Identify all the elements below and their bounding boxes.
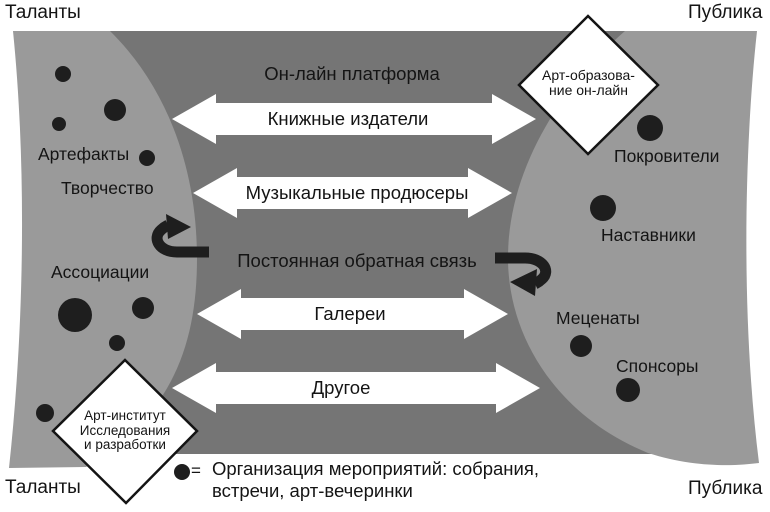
event-dot [36, 404, 54, 422]
audience-label-mentors: Наставники [601, 225, 696, 245]
diamond-art-institute [51, 358, 199, 505]
event-dot [590, 195, 616, 221]
online-platform-label: Он-лайн платформа [264, 63, 440, 84]
feedback-arrow-right [495, 252, 552, 296]
event-dot [637, 115, 663, 141]
corner-label-talents-top: Таланты [5, 2, 81, 23]
diamond-art-institute-line3: и разработки [84, 437, 166, 452]
channel-arrow-book-publishers [172, 94, 536, 144]
event-dot [55, 66, 71, 82]
audience-shape [508, 31, 759, 466]
diamond-art-institute-line1: Арт-институт [84, 408, 166, 423]
event-dot [139, 150, 155, 166]
audience-label-patrons: Покровители [614, 146, 720, 166]
legend-dot-icon [174, 464, 190, 480]
channel-label-galleries: Галереи [314, 303, 386, 324]
legend-line2: встречи, арт-вечеринки [212, 480, 413, 501]
legend-line1: Организация мероприятий: собрания, [212, 458, 540, 479]
corner-label-audience-top: Публика [688, 2, 763, 23]
legend-equals-sign: = [191, 461, 201, 480]
diamond-art-education [517, 14, 660, 156]
feedback-arrow-left [151, 214, 209, 258]
channel-arrow-galleries [197, 289, 508, 339]
talents-shape [9, 31, 197, 468]
channel-label-music-producers: Музыкальные продюсеры [245, 182, 469, 203]
corner-label-audience-bottom: Публика [688, 478, 763, 499]
channel-arrow-music-producers [193, 168, 512, 218]
talents-label-associations: Ассоциации [51, 262, 150, 282]
diamond-art-institute-text: Арт-институт Исследования и разработки [51, 408, 199, 453]
event-dot [109, 335, 125, 351]
audience-label-sponsors: Спонсоры [616, 356, 699, 376]
event-dot [58, 298, 92, 332]
channel-arrow-other [172, 363, 540, 413]
corner-label-talents-bottom: Таланты [5, 477, 81, 498]
diamond-art-education-text: Арт-образова- ние он-лайн [519, 68, 658, 98]
event-dot [132, 297, 154, 319]
diamond-art-education-line2: ние он-лайн [549, 82, 628, 98]
event-dot [52, 117, 66, 131]
channel-label-book-publishers: Книжные издатели [267, 108, 429, 129]
feedback-label: Постоянная обратная связь [237, 250, 477, 271]
event-dot [104, 99, 126, 121]
event-dot [570, 335, 592, 357]
talents-label-artefacts: Артефакты [38, 144, 130, 164]
talents-label-creativity: Творчество [61, 178, 154, 198]
diamond-art-education-line1: Арт-образова- [542, 67, 635, 83]
legend-text: Организация мероприятий: собрания, встре… [212, 458, 539, 502]
event-dot [616, 378, 640, 402]
diamond-art-institute-line2: Исследования [79, 422, 171, 438]
channel-label-other: Другое [311, 377, 371, 398]
audience-label-maecenas: Меценаты [556, 308, 640, 328]
